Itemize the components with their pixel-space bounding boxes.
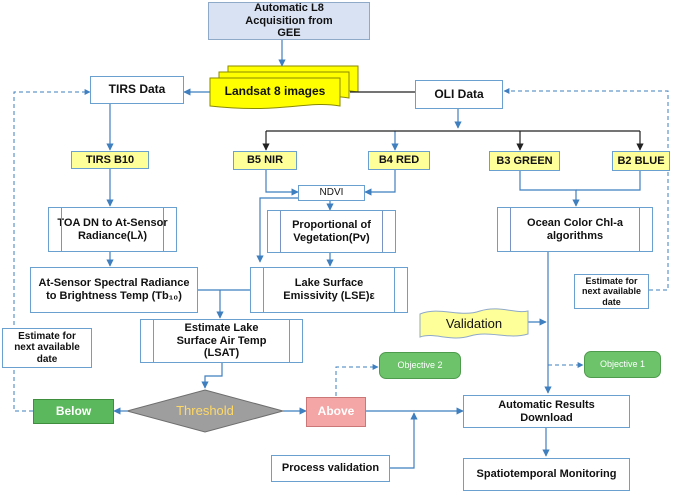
- validation-label: Validation: [445, 315, 503, 331]
- ocean-color-box: Ocean Color Chl-a algorithms: [497, 207, 653, 252]
- tirs-b10-box: TIRS B10: [71, 151, 149, 169]
- dashed-above-objective2: [335, 364, 379, 396]
- b2-blue-box: B2 BLUE: [612, 151, 670, 171]
- line-b2-ocean: [576, 171, 641, 191]
- arrow-b4-ndvi: [364, 170, 396, 196]
- brightness-box: At-Sensor Spectral Radiance to Brightnes…: [30, 267, 198, 313]
- pv-box: Proportional of Vegetation(Pv): [267, 210, 396, 253]
- dashed-loop-left: [13, 89, 91, 412]
- lsat-box: Estimate Lake Surface Air Temp (LSAT): [140, 319, 303, 363]
- below-box: Below: [33, 399, 114, 424]
- b5-nir-box: B5 NIR: [233, 151, 297, 170]
- arrow-b3-ocean: [519, 171, 580, 207]
- acquisition-box: Automatic L8 Acquisition from GEE: [208, 2, 370, 40]
- objective-2-badge: Objective 2: [379, 352, 461, 379]
- monitoring-box: Spatiotemporal Monitoring: [463, 458, 630, 491]
- b4-red-box: B4 RED: [368, 151, 430, 170]
- objective-1-badge: Objective 1: [584, 351, 661, 378]
- arrow-ndvi-lse: [256, 197, 298, 263]
- arrow-lsat-threshold: [201, 363, 223, 389]
- arrow-process-validation: [390, 412, 418, 469]
- dashed-loop-right: [503, 88, 669, 291]
- estimate-left-box: Estimate for next available date: [2, 328, 92, 368]
- ndvi-box: NDVI: [298, 185, 365, 201]
- landsat-images-shape: [209, 65, 359, 110]
- download-box: Automatic Results Download: [463, 395, 630, 428]
- threshold-diamond: [125, 389, 285, 433]
- tirs-data-box: TIRS Data: [90, 76, 184, 104]
- landsat-label: Landsat 8 images: [224, 84, 326, 99]
- arrow-b5-ndvi: [265, 170, 299, 196]
- toa-box: TOA DN to At-Sensor Radiance(Lλ): [48, 207, 177, 252]
- threshold-label: Threshold: [176, 402, 234, 418]
- above-box: Above: [306, 397, 366, 427]
- lse-box: Lake Surface Emissivity (LSE)ε: [250, 267, 408, 313]
- estimate-right-box: Estimate for next available date: [574, 274, 649, 309]
- validation-shape: [419, 308, 529, 339]
- b3-green-box: B3 GREEN: [489, 151, 560, 171]
- oli-data-box: OLI Data: [415, 80, 503, 109]
- process-validation-box: Process validation: [271, 455, 390, 482]
